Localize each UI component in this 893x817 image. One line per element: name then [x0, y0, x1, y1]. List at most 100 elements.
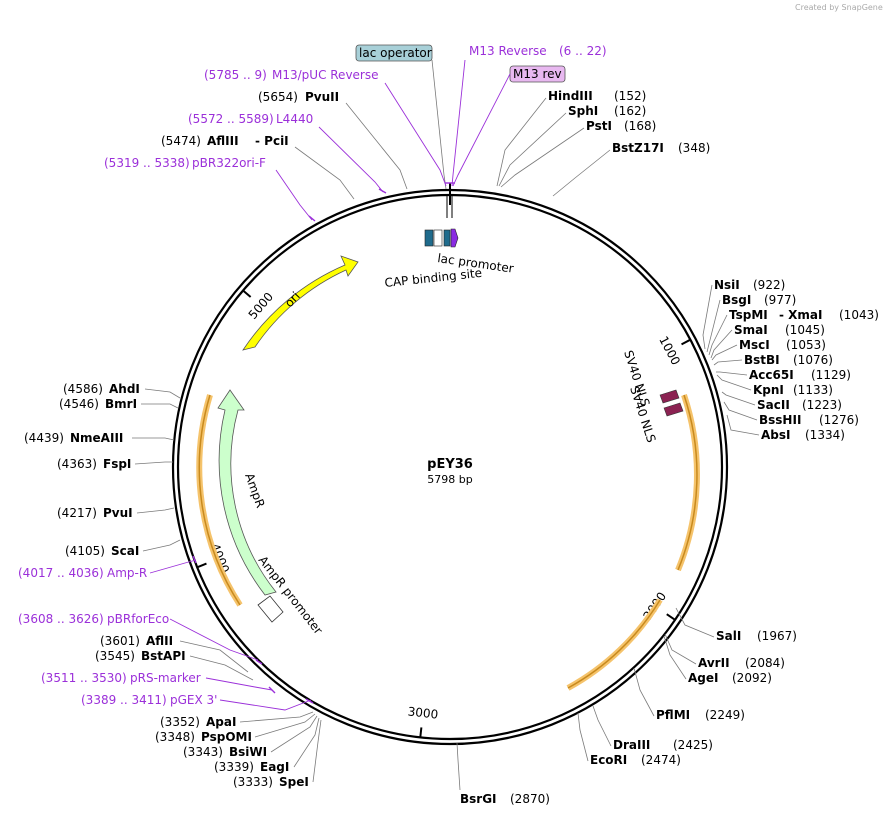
- primer-name: pBR322ori-F: [192, 156, 266, 170]
- tick-mark-3000: [419, 727, 423, 738]
- cap-binding-site-block[interactable]: [424, 229, 434, 247]
- site-hindiii[interactable]: HindIII(152): [548, 89, 646, 103]
- leader-sacii: [721, 391, 756, 406]
- right-orf-arc[interactable]: [677, 394, 698, 571]
- site-kpni[interactable]: KpnI(1133): [753, 383, 833, 397]
- site-name: PflMI: [656, 708, 690, 722]
- site-acc65i[interactable]: Acc65I (1129): [749, 368, 851, 382]
- leader-fspi: [134, 461, 173, 465]
- ampr-promoter-arrow[interactable]: [257, 595, 284, 623]
- site-ecori[interactable]: EcoRI(2474): [590, 753, 681, 767]
- m13-rev-box-label: M13 rev: [513, 67, 562, 81]
- site-pos: (1045): [785, 323, 825, 337]
- lac-promoter-block[interactable]: [433, 229, 443, 247]
- site-pos: (2092): [732, 671, 772, 685]
- primer-name: L4440: [276, 112, 313, 126]
- lac-operator-box[interactable]: [355, 44, 433, 62]
- site-agei[interactable]: AgeI(2092): [688, 671, 772, 685]
- site-pos: (4105): [65, 544, 105, 558]
- leader-apai: [239, 711, 314, 723]
- lac-operator-block[interactable]: [443, 229, 451, 247]
- leader-tspmi: [708, 314, 728, 356]
- site-bsrgi[interactable]: BsrGI(2870): [460, 792, 550, 806]
- left-orf-arc[interactable]: [198, 394, 241, 606]
- site-smai[interactable]: SmaI(1045): [734, 323, 825, 337]
- site-name: AflIII: [207, 134, 239, 148]
- site-sali[interactable]: SalI(1967): [716, 629, 797, 643]
- site-pos: (3333): [233, 775, 273, 789]
- site-draiii[interactable]: DraIII(2425): [613, 738, 713, 752]
- site-pos: (152): [614, 89, 646, 103]
- site-eagi[interactable]: (3339)EagI: [214, 760, 289, 774]
- leader-m13puc-reverse: [384, 82, 447, 187]
- site-pos: (4546): [59, 397, 99, 411]
- primer-pbrforeco[interactable]: (3608 .. 3626) pBRforEco: [18, 612, 169, 626]
- primer-tick-prs: [268, 686, 276, 694]
- site-nsii[interactable]: NsiI(922): [714, 278, 785, 292]
- primer-tick-l4440: [378, 188, 387, 194]
- site-aflii[interactable]: (3601)AflII: [100, 634, 173, 648]
- site-bsgi[interactable]: BsgI(977): [722, 293, 796, 307]
- site-apai[interactable]: (3352)ApaI: [160, 715, 236, 729]
- site-bmri[interactable]: (4546)BmrI: [59, 397, 137, 411]
- site-name: SpeI: [279, 775, 309, 789]
- site-pflmi[interactable]: PflMI(2249): [656, 708, 745, 722]
- site-tspmi-xmai[interactable]: TspMI- XmaI(1043): [729, 308, 879, 322]
- site-avrii[interactable]: AvrII(2084): [698, 656, 785, 670]
- primer-amp-r[interactable]: (4017 .. 4036) Amp-R: [18, 566, 147, 580]
- site-sacii[interactable]: SacII(1223): [757, 398, 842, 412]
- ampr-promoter-label: AmpR promoter: [256, 553, 326, 637]
- primer-name: pGEX 3': [170, 693, 217, 707]
- site-afliii-pcii[interactable]: (5474)AflIII- PciI: [161, 134, 289, 148]
- site-spei[interactable]: (3333) SpeI: [233, 775, 309, 789]
- leader-bsgi: [706, 299, 721, 353]
- sv40-nls-2[interactable]: [663, 402, 684, 417]
- site-pspomi[interactable]: (3348)PspOMI: [155, 730, 252, 744]
- site-nmeaiii[interactable]: (4439)NmeAIII: [24, 431, 123, 445]
- site-pos: (1129): [811, 368, 851, 382]
- primer-pgex-3[interactable]: (3389 .. 3411) pGEX 3': [81, 693, 217, 707]
- site-bstz17i[interactable]: BstZ17I(348): [612, 141, 710, 155]
- plasmid-name: pEY36: [427, 457, 473, 472]
- leader-pvui: [136, 507, 175, 514]
- site-name: TspMI: [729, 308, 768, 322]
- site-bsshii[interactable]: BssHII(1276): [759, 413, 859, 427]
- site-name: Acc65I: [749, 368, 794, 382]
- site-name: AvrII: [698, 656, 730, 670]
- site-pos: (162): [614, 104, 646, 118]
- site-psti[interactable]: PstI(168): [586, 119, 656, 133]
- site-name: PvuI: [103, 506, 133, 520]
- leader-smai: [710, 329, 733, 359]
- site-scai[interactable]: (4105)ScaI: [65, 544, 139, 558]
- sv40-nls-1[interactable]: [659, 389, 680, 404]
- leader-aflii: [179, 640, 249, 673]
- site-bsiwi[interactable]: (3343)BsiWI: [183, 745, 267, 759]
- site-pos: (977): [764, 293, 796, 307]
- site-bstapi[interactable]: (3545)BstAPI: [95, 649, 186, 663]
- site-name: PspOMI: [201, 730, 252, 744]
- primer-m13-reverse[interactable]: M13 Reverse (6 .. 22): [469, 44, 607, 58]
- primer-m13puc-reverse[interactable]: (5785 .. 9) M13/pUC Reverse: [204, 68, 379, 82]
- site-absi[interactable]: AbsI(1334): [761, 428, 845, 442]
- site-fspi[interactable]: (4363)FspI: [57, 457, 131, 471]
- primer-l4440[interactable]: (5572 .. 5589) L4440: [188, 112, 313, 126]
- site-pvuii[interactable]: (5654)PvuII: [258, 90, 339, 104]
- m13-rev-block[interactable]: [450, 228, 459, 248]
- primer-pbr322ori-f[interactable]: (5319 .. 5338) pBR322ori-F: [104, 156, 266, 170]
- site-ahdi[interactable]: (4586)AhdI: [63, 382, 140, 396]
- leader-bsrgi: [456, 742, 461, 791]
- boxed-labels: lac operator M13 rev: [355, 44, 566, 83]
- leader-amp-r: [149, 559, 197, 574]
- site-name: BsiWI: [229, 745, 267, 759]
- ori-arrow[interactable]: [242, 255, 359, 351]
- primer-prs-marker[interactable]: (3511 .. 3530) pRS-marker: [41, 671, 201, 685]
- site-pvui[interactable]: (4217)PvuI: [57, 506, 133, 520]
- ampr-arrow[interactable]: [217, 389, 277, 596]
- primer-name: pRS-marker: [130, 671, 201, 685]
- site-msci[interactable]: MscI(1053): [739, 338, 826, 352]
- lower-orf-arc[interactable]: [567, 599, 661, 689]
- site-pos: (3545): [95, 649, 135, 663]
- site-bstbi[interactable]: BstBI(1076): [744, 353, 833, 367]
- site-sphi[interactable]: SphI(162): [568, 104, 646, 118]
